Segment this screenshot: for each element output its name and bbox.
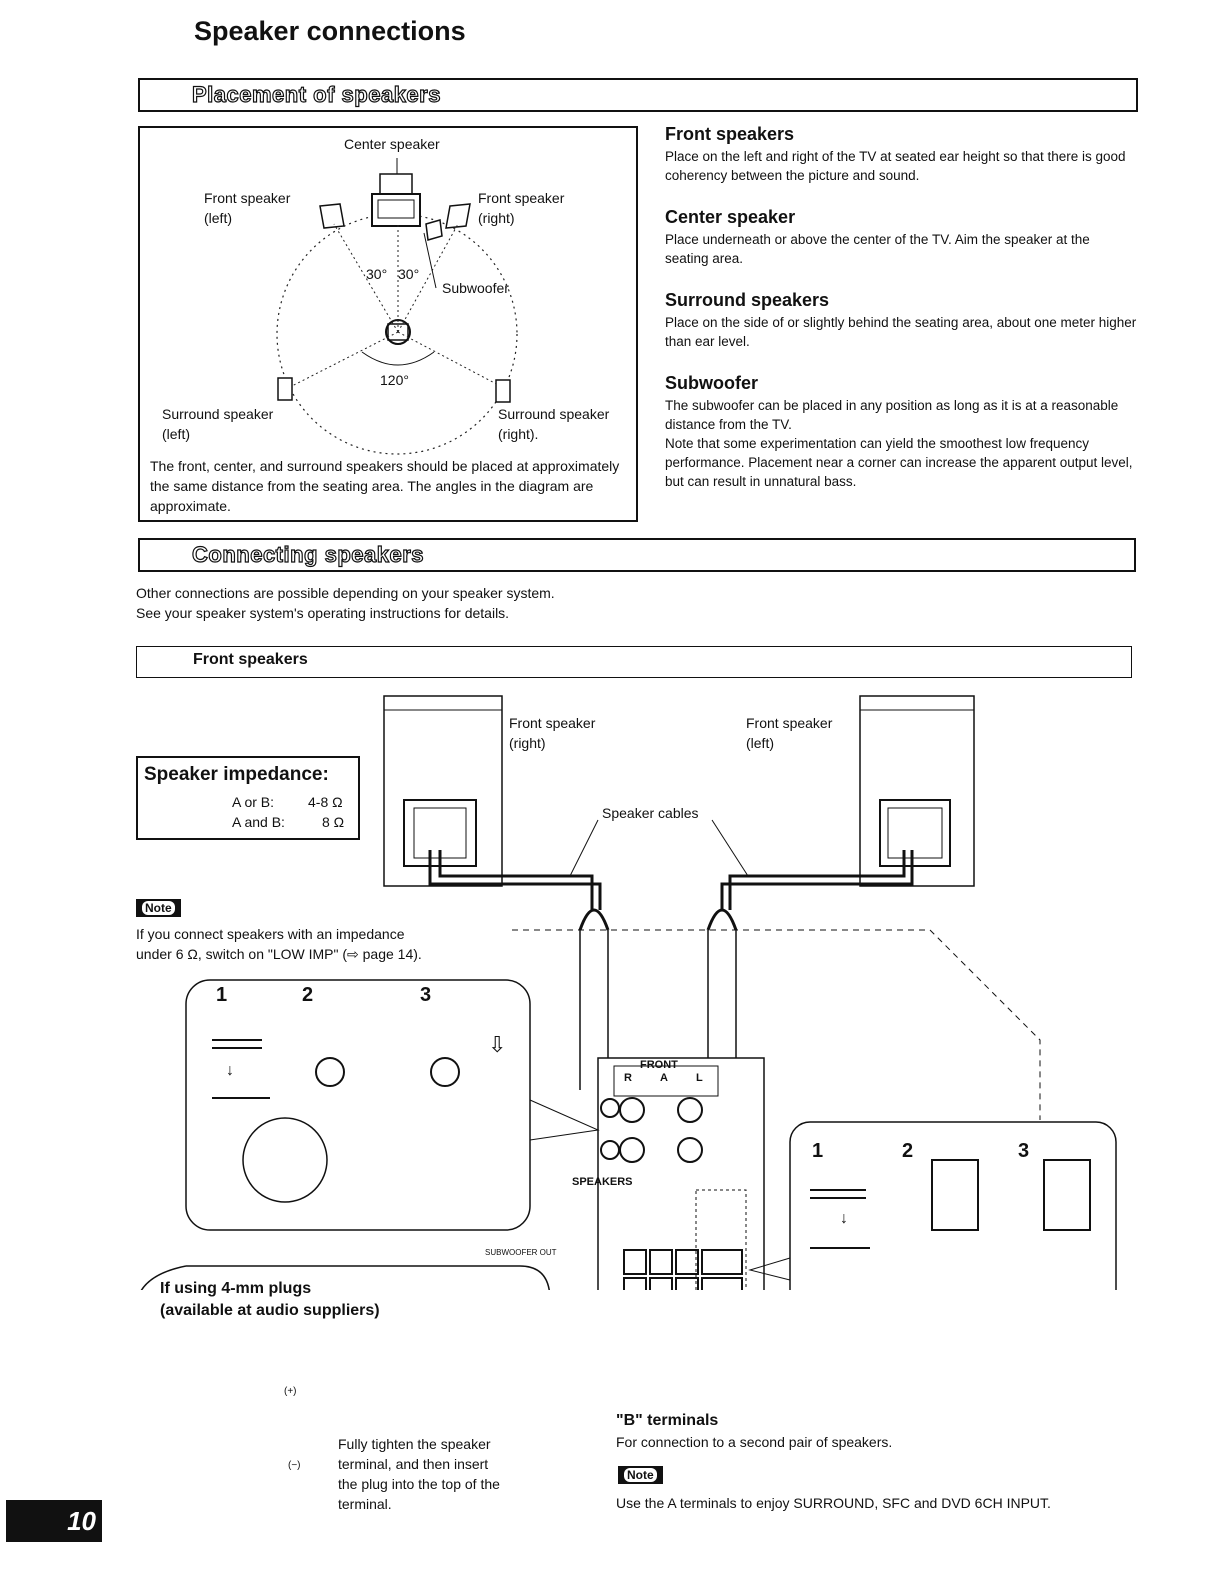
surround-speakers-heading: Surround speakers xyxy=(665,290,830,310)
note-badge-2-label: Note xyxy=(624,1468,657,1482)
note-badge-2: Note xyxy=(618,1466,663,1484)
impedance-row1-label: A or B: xyxy=(232,794,275,810)
impedance-row1-value: 4-8 Ω xyxy=(308,794,343,810)
page-title: Speaker connections xyxy=(194,16,466,46)
plugs-title-2: (available at audio suppliers) xyxy=(160,1302,380,1319)
placement-descriptions: Front speakers Place on the left and rig… xyxy=(665,124,1137,491)
subwoofer-text-2: Note that some experimentation can yield… xyxy=(665,436,1133,489)
plugs-title-1: If using 4-mm plugs xyxy=(160,1280,312,1297)
down-arrow-icon: ⇩ xyxy=(488,1032,507,1057)
label-surround-left: Surround speaker xyxy=(162,406,274,422)
plug-plus-mark: (+) xyxy=(284,1386,297,1397)
label-center-speaker: Center speaker xyxy=(344,136,440,152)
impedance-row2-label: A and B: xyxy=(232,814,285,830)
front-right-side: (right) xyxy=(509,735,546,751)
placement-caption: The front, center, and surround speakers… xyxy=(150,458,620,514)
plugs-text-3: the plug into the top of the xyxy=(338,1476,500,1492)
subwoofer-heading: Subwoofer xyxy=(665,373,758,393)
front-right-label: Front speaker xyxy=(509,715,596,731)
page-number: 10 xyxy=(6,1500,102,1542)
front-speakers-heading: Front speakers xyxy=(665,124,795,144)
panel-subwoofer-out-label: SUBWOOFER OUT xyxy=(485,1248,557,1257)
impedance-box: Speaker impedance: A or B: 4-8 Ω A and B… xyxy=(136,756,360,840)
label-front-left-side: (left) xyxy=(204,210,232,226)
panel-r-label: R xyxy=(624,1072,632,1084)
label-surround-right-side: (right). xyxy=(498,426,539,442)
front-left-side: (left) xyxy=(746,735,774,751)
plugs-text-2: terminal, and then insert xyxy=(338,1456,489,1472)
plugs-text-1: Fully tighten the speaker xyxy=(338,1436,491,1452)
step-3-right: 3 xyxy=(1018,1140,1030,1162)
step-1-left: 1 xyxy=(216,984,228,1006)
step-arrow-right-icon: ↓ xyxy=(840,1210,848,1227)
label-angle-rear: 120° xyxy=(380,372,409,388)
note-badge-1-label: Note xyxy=(142,901,175,915)
plugs-text-4: terminal. xyxy=(338,1496,392,1512)
step-1-right: 1 xyxy=(812,1140,824,1162)
label-subwoofer: Subwoofer xyxy=(442,280,509,296)
panel-l-label: L xyxy=(696,1072,703,1084)
panel-front-label: FRONT xyxy=(640,1059,678,1071)
label-front-left: Front speaker xyxy=(204,190,291,206)
impedance-row2-value: 8 Ω xyxy=(322,814,345,830)
label-front-right-side: (right) xyxy=(478,210,515,226)
front-left-label: Front speaker xyxy=(746,715,833,731)
speaker-cables-label: Speaker cables xyxy=(602,805,699,821)
b-terminals-heading: "B" terminals xyxy=(616,1412,719,1429)
panel-a-label: A xyxy=(660,1072,668,1084)
connecting-intro-2: See your speaker system's operating inst… xyxy=(136,605,510,621)
front-speakers-text: Place on the left and right of the TV at… xyxy=(665,149,1126,183)
section-title-placement: Placement of speakers xyxy=(191,81,441,107)
placement-diagram: Center speaker Front speaker (left) Fron… xyxy=(138,126,638,522)
center-speaker-text: Place underneath or above the center of … xyxy=(665,232,1090,266)
placement-diagram-drawing xyxy=(276,158,518,455)
subwoofer-text-1: The subwoofer can be placed in any posit… xyxy=(665,398,1119,432)
label-front-right: Front speaker xyxy=(478,190,565,206)
note-badge-1: Note xyxy=(136,899,181,917)
section-title-connecting: Connecting speakers xyxy=(191,541,425,567)
section-bar-connecting: Connecting speakers xyxy=(138,538,1136,572)
front-speakers-bar-label: Front speakers xyxy=(193,651,308,668)
label-surround-left-side: (left) xyxy=(162,426,190,442)
connecting-intro-1: Other connections are possible depending… xyxy=(136,585,555,601)
b-terminals-text: For connection to a second pair of speak… xyxy=(616,1434,893,1450)
plug-minus-mark: (−) xyxy=(288,1460,301,1471)
note-text-1: If you connect speakers with an impedanc… xyxy=(136,926,405,942)
step-2-left: 2 xyxy=(302,984,314,1006)
section-bar-placement: Placement of speakers xyxy=(138,78,1138,112)
label-angle-right: 30° xyxy=(398,266,420,282)
surround-speakers-text: Place on the side of or slightly behind … xyxy=(665,315,1137,349)
panel-speakers-label: SPEAKERS xyxy=(572,1176,633,1188)
step-3-left: 3 xyxy=(420,984,432,1006)
front-speakers-bar: Front speakers xyxy=(136,646,1132,678)
center-speaker-heading: Center speaker xyxy=(665,207,796,227)
step-arrow-icon: ↓ xyxy=(226,1062,234,1079)
connection-diagram xyxy=(140,695,1117,1290)
note-text-2: under 6 Ω, switch on "LOW IMP" (⇨ page 1… xyxy=(136,946,422,962)
label-angle-left: 30° xyxy=(366,266,388,282)
impedance-title: Speaker impedance: xyxy=(144,764,329,785)
note-2-text: Use the A terminals to enjoy SURROUND, S… xyxy=(616,1495,1051,1511)
label-surround-right: Surround speaker xyxy=(498,406,610,422)
step-2-right: 2 xyxy=(902,1140,914,1162)
